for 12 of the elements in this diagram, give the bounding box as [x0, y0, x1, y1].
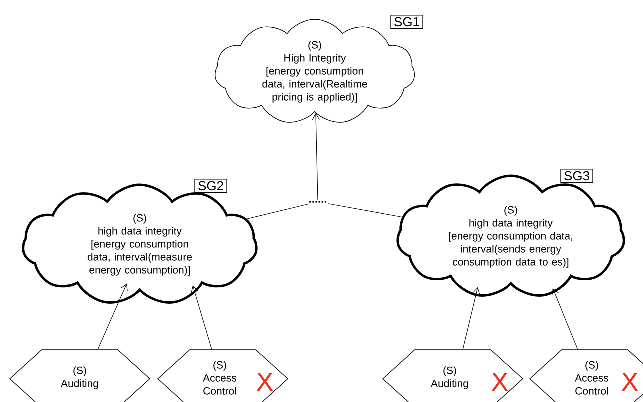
arrow: [312, 113, 320, 200]
tag-box: SG1: [390, 15, 424, 29]
arrow: [462, 287, 480, 350]
cross-mark: X: [622, 373, 638, 391]
cross-mark: X: [256, 373, 274, 391]
arrow: [98, 284, 128, 350]
ellipsis-text: ......: [310, 201, 326, 203]
arrow: [552, 288, 578, 350]
arrow: [191, 286, 212, 350]
tag-box: SG2: [194, 179, 228, 193]
cross-mark: X: [492, 373, 508, 391]
tag-box: SG3: [560, 169, 594, 183]
